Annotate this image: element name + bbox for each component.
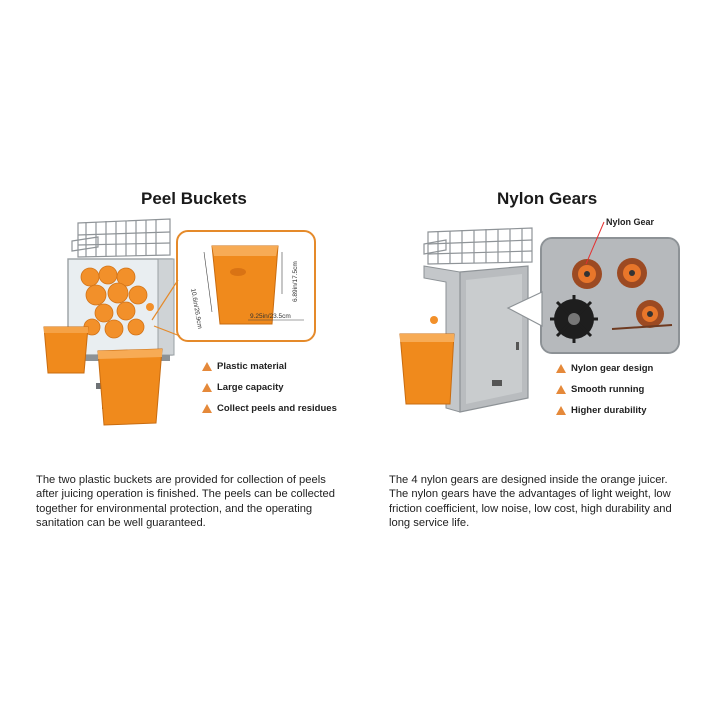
nylon-gears-title: Nylon Gears bbox=[497, 189, 598, 208]
triangle-bullet-icon bbox=[556, 385, 566, 394]
triangle-bullet-icon bbox=[556, 406, 566, 415]
peel-buckets-description: The two plastic buckets are provided for… bbox=[36, 474, 335, 529]
nylon-gears-feature-list: Nylon gear design Smooth running Higher … bbox=[556, 358, 653, 421]
juicer-rear-view-image bbox=[399, 227, 533, 413]
gears-closeup-callout bbox=[540, 237, 680, 354]
feature-item: Large capacity bbox=[202, 377, 337, 398]
bucket-closeup-image bbox=[203, 245, 304, 325]
feature-item: Higher durability bbox=[556, 400, 653, 421]
callout-leader-lines bbox=[151, 280, 181, 337]
dimension-label-height: 9.25in/23.5cm bbox=[250, 313, 291, 320]
triangle-bullet-icon bbox=[202, 383, 212, 392]
peel-buckets-feature-list: Plastic material Large capacity Collect … bbox=[202, 356, 337, 419]
feature-item: Collect peels and residues bbox=[202, 398, 337, 419]
gear-label-leader-line bbox=[585, 221, 605, 265]
nylon-gear-label: Nylon Gear bbox=[606, 217, 655, 227]
feature-item: Smooth running bbox=[556, 379, 653, 400]
feature-item: Nylon gear design bbox=[556, 358, 653, 379]
juicer-with-buckets-image bbox=[43, 218, 175, 426]
feature-item: Plastic material bbox=[202, 356, 337, 377]
triangle-bullet-icon bbox=[202, 404, 212, 413]
dimension-label-depth: 6.89in/17.5cm bbox=[292, 261, 299, 302]
triangle-bullet-icon bbox=[202, 362, 212, 371]
bucket-closeup-callout: 10.6in/26.9cm 6.89in/17.5cm 9.25in/23.5c… bbox=[176, 230, 316, 342]
triangle-bullet-icon bbox=[556, 364, 566, 373]
nylon-gears-description: The 4 nylon gears are designed inside th… bbox=[389, 474, 672, 529]
gears-callout-pointer bbox=[506, 291, 543, 327]
gears-closeup-image bbox=[542, 239, 678, 352]
peel-buckets-title: Peel Buckets bbox=[141, 189, 247, 208]
